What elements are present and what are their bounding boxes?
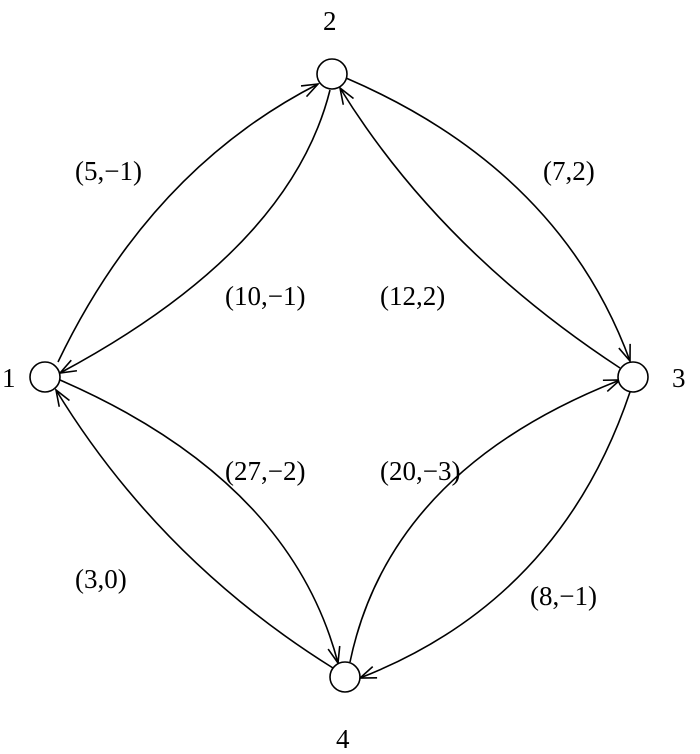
edge-4-1 <box>56 390 334 669</box>
node-3 <box>617 361 649 393</box>
node-label-4: 4 <box>336 724 350 754</box>
node-2 <box>316 58 348 90</box>
node-label-1: 1 <box>2 363 16 393</box>
edge-label-1-4: (27,−2) <box>225 456 305 486</box>
edge-1-4 <box>59 379 338 663</box>
edge-3-4 <box>360 391 631 678</box>
edge-label-4-1: (3,0) <box>75 564 127 594</box>
edge-1-2 <box>57 84 318 363</box>
node-1 <box>29 361 61 393</box>
edge-label-3-2: (12,2) <box>380 281 445 311</box>
edge-label-2-1: (10,−1) <box>225 281 305 311</box>
edge-label-4-3: (20,−3) <box>380 456 460 486</box>
node-label-2: 2 <box>323 6 337 36</box>
node-4 <box>329 661 361 693</box>
edge-label-3-4: (8,−1) <box>530 581 597 611</box>
edge-2-3 <box>345 77 630 361</box>
edge-label-1-2: (5,−1) <box>75 156 142 186</box>
edge-3-2 <box>340 88 621 369</box>
edge-2-1 <box>60 89 331 373</box>
edge-label-2-3: (7,2) <box>543 156 595 186</box>
edge-4-3 <box>349 380 620 663</box>
node-label-3: 3 <box>672 363 686 393</box>
